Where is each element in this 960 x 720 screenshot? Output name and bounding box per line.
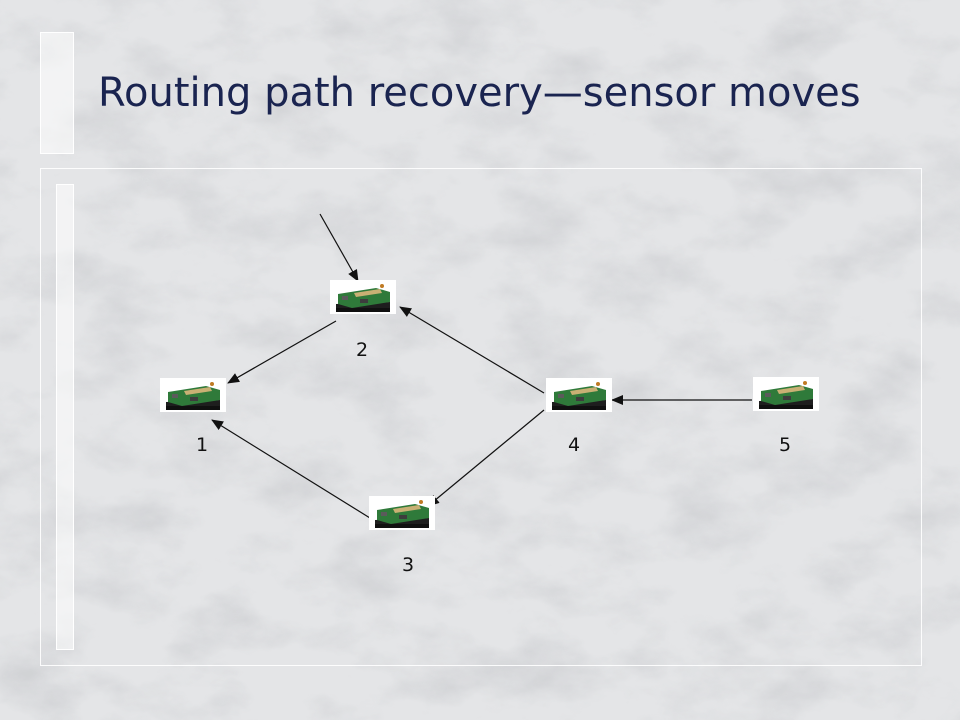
edge-4-to-2 <box>399 306 545 394</box>
node-label-2: 2 <box>356 339 368 361</box>
node-label-1: 1 <box>196 434 208 456</box>
node-label-4: 4 <box>568 434 580 456</box>
edges <box>211 213 752 519</box>
edge-4-to-3 <box>427 409 545 507</box>
sensor-mote-icon <box>546 378 612 412</box>
sensor-node-4 <box>546 378 612 412</box>
incoming-arrow-to-node-2 <box>319 213 359 282</box>
edge-3-to-1 <box>211 419 371 519</box>
title-accent-bar <box>40 32 74 154</box>
slide-title: Routing path recovery—sensor moves <box>98 70 861 116</box>
node-label-3: 3 <box>402 554 414 576</box>
sensor-mote-icon <box>160 378 226 412</box>
content-frame <box>40 168 922 666</box>
edge-2-to-1 <box>227 320 337 384</box>
sensor-mote-icon <box>369 496 435 530</box>
content-accent-bar <box>56 184 74 650</box>
sensor-mote-icon <box>753 377 819 411</box>
sensor-mote-icon <box>330 280 396 314</box>
node-label-5: 5 <box>779 434 791 456</box>
sensor-node-5 <box>753 377 819 411</box>
sensor-node-3 <box>369 496 435 530</box>
sensor-node-1 <box>160 378 226 412</box>
sensor-node-2 <box>330 280 396 314</box>
